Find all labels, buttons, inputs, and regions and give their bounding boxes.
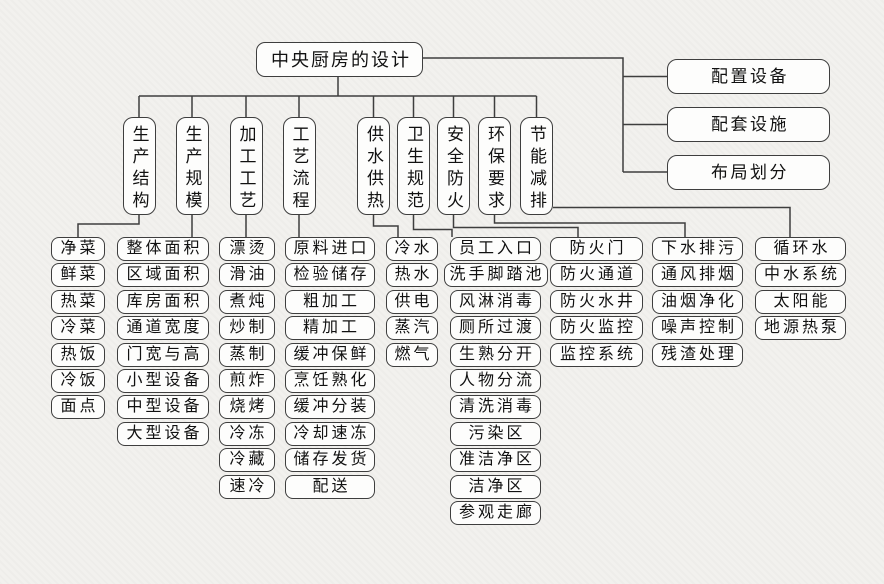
item-node: 通道宽度: [117, 316, 209, 341]
category-node: 卫生规范: [397, 117, 430, 215]
item-node: 太阳能: [755, 289, 846, 314]
item-node: 参观走廊: [450, 501, 541, 525]
item-node: 洗手脚踏池: [443, 263, 548, 288]
item-node: 大型设备: [117, 421, 209, 446]
item-node: 检验储存: [285, 263, 375, 288]
item-node: 烧烤: [219, 395, 275, 420]
item-node: 烹饪熟化: [285, 369, 375, 393]
item-node: 区域面积: [117, 263, 209, 288]
item-node: 冷水: [386, 237, 438, 261]
item-node: 蒸汽: [386, 316, 438, 341]
item-node: 缓冲分装: [285, 395, 375, 420]
connector: [77, 215, 140, 237]
item-node: 面点: [51, 395, 105, 420]
item-node: 冷菜: [51, 316, 105, 341]
item-node: 漂烫: [219, 237, 275, 261]
item-node: 地源热泵: [755, 316, 846, 341]
branch-node-supporting-facilities: 配套设施: [667, 107, 830, 142]
item-node: 洁净区: [450, 474, 541, 499]
item-node: 防火水井: [550, 289, 643, 314]
item-node: 原料进口: [285, 237, 375, 261]
item-node: 准洁净区: [450, 448, 541, 473]
category-node: 节能减排: [520, 117, 553, 215]
item-node: 热水: [386, 263, 438, 288]
item-node: 煮炖: [219, 289, 275, 314]
category-node: 工艺流程: [282, 117, 316, 215]
category-node: 供水供热: [357, 117, 390, 215]
item-node: 滑油: [219, 263, 275, 288]
connector: [452, 215, 579, 237]
item-node: 循环水: [755, 237, 846, 261]
connector: [412, 215, 453, 237]
connector: [493, 215, 686, 237]
branch-node-equipment-config: 配置设备: [667, 59, 830, 94]
item-node: 小型设备: [117, 369, 209, 393]
connector: [553, 206, 791, 237]
category-node: 生产规模: [175, 117, 209, 215]
item-node: 下水排污: [652, 237, 743, 261]
item-node: 油烟净化: [652, 289, 743, 314]
item-node: 冷藏: [219, 448, 275, 473]
item-node: 冷冻: [219, 421, 275, 446]
item-node: 风淋消毒: [450, 289, 541, 314]
item-node: 残渣处理: [652, 342, 743, 367]
item-node: 厕所过渡: [450, 316, 541, 341]
item-node: 冷饭: [51, 369, 105, 393]
connector: [372, 215, 399, 237]
category-node: 环保要求: [478, 117, 511, 215]
item-node: 炒制: [219, 316, 275, 341]
item-node: 热菜: [51, 289, 105, 314]
item-node: 冷却速冻: [285, 421, 375, 446]
item-node: 门宽与高: [117, 342, 209, 367]
item-node: 通风排烟: [652, 263, 743, 288]
item-node: 监控系统: [550, 342, 643, 367]
item-node: 整体面积: [117, 237, 209, 261]
item-node: 员工入口: [450, 237, 541, 261]
item-node: 人物分流: [450, 369, 541, 393]
root-node: 中央厨房的设计: [256, 42, 423, 77]
item-node: 中水系统: [755, 263, 846, 288]
item-node: 防火监控: [550, 316, 643, 341]
item-node: 防火通道: [550, 263, 643, 288]
item-node: 煎炸: [219, 369, 275, 393]
item-node: 速冷: [219, 474, 275, 499]
item-node: 储存发货: [285, 448, 375, 473]
category-node: 生产结构: [122, 117, 156, 215]
item-node: 缓冲保鲜: [285, 342, 375, 367]
item-node: 中型设备: [117, 395, 209, 420]
item-node: 生熟分开: [450, 342, 541, 367]
item-node: 库房面积: [117, 289, 209, 314]
connector: [423, 57, 624, 172]
branch-node-layout-division: 布局划分: [667, 154, 830, 190]
category-node: 加工工艺: [229, 117, 263, 215]
item-node: 热饭: [51, 342, 105, 367]
item-node: 净菜: [51, 237, 105, 261]
item-node: 噪声控制: [652, 316, 743, 341]
item-node: 精加工: [285, 316, 375, 341]
item-node: 蒸制: [219, 342, 275, 367]
category-node: 安全防火: [437, 117, 470, 215]
item-node: 供电: [386, 289, 438, 314]
item-node: 粗加工: [285, 289, 375, 314]
item-node: 清洗消毒: [450, 395, 541, 420]
item-node: 防火门: [550, 237, 643, 261]
item-node: 燃气: [386, 342, 438, 367]
item-node: 污染区: [450, 421, 541, 446]
item-node: 配送: [285, 474, 375, 499]
item-node: 鲜菜: [51, 263, 105, 288]
